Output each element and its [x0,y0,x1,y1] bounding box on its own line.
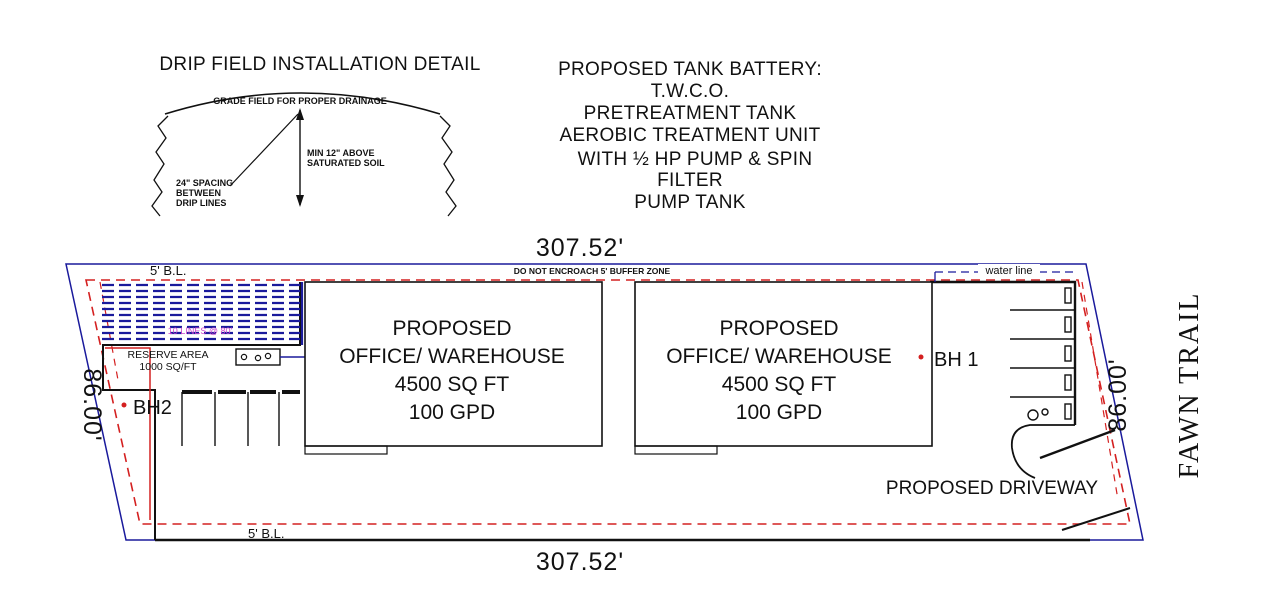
bh2-label: BH2 [133,397,172,419]
bl-top: 5' B.L. [150,263,186,278]
tank-line6: FILTER [657,170,723,191]
road-name: FAWN TRAIL [1174,291,1205,478]
left-dimension: 86.00' [78,368,106,441]
tank-line7: PUMP TANK [634,192,745,213]
building-line1: PROPOSED [719,317,838,340]
accessible-parking-icon-detail [1041,408,1049,416]
building-line1: PROPOSED [392,317,511,340]
tank-battery [235,348,281,366]
bl-bottom: 5' B.L. [248,526,284,541]
wheel-stop [1064,374,1072,391]
left-parking [181,390,300,446]
spacing-line3: DRIP LINES [176,198,226,208]
left-setback-line [99,281,119,381]
tank-lid [240,353,248,361]
tank-lid [264,352,272,360]
tank-line2: T.W.C.O. [651,81,729,102]
driveway-edge-top [1039,428,1116,460]
right-parking [1010,287,1075,479]
tank-line5: WITH ½ HP PUMP & SPIN [578,149,813,170]
right-soil-break [439,115,457,217]
site-outline-left [102,282,301,540]
right-dimension: 86.00' [1104,358,1132,431]
depth-arrow-head-top [296,108,304,120]
tank-line3: PRETREATMENT TANK [584,103,797,124]
right-site: BH 1 PROPOSED DRIVEWAY FAWN TRAIL [886,287,1205,531]
bh1-label: BH 1 [934,349,978,371]
building-footprint [304,281,603,447]
reserve-line2: 1000 SQ/FT [139,361,197,373]
building-line3: 4500 SQ FT [395,373,510,396]
reserve-line1: RESERVE AREA [128,349,209,361]
spacing-leader [229,113,299,187]
driveway-label: PROPOSED DRIVEWAY [886,478,1099,499]
drip-field-detail: DRIP FIELD INSTALLATION DETAIL GRADE FIE… [151,54,480,217]
driveway-curb [1010,424,1075,479]
bottom-dimension: 307.52' [536,548,624,576]
tank-supply-line [280,352,307,358]
water-line-mask [978,264,1040,276]
building-2: PROPOSED OFFICE/ WAREHOUSE 4500 SQ FT 10… [634,281,933,455]
wheel-stop [1064,316,1072,333]
building-line2: OFFICE/ WAREHOUSE [339,345,565,368]
tank-lid [254,354,262,362]
bh1-marker [918,354,924,360]
building-footprint [634,281,933,447]
building-line2: OFFICE/ WAREHOUSE [666,345,892,368]
min-note-line1: MIN 12" ABOVE [307,148,374,158]
building-line3: 4500 SQ FT [722,373,837,396]
drip-lines-label: 10 LINES @ 80' [168,326,233,336]
buffer-line [85,279,1131,525]
wheel-stop [1064,287,1072,304]
min-note-line2: SATURATED SOIL [307,158,385,168]
left-soil-break [151,115,169,217]
water-line-label: water line [984,265,1032,277]
reserve-red-outline [105,347,151,520]
property: 307.52' 307.52' 86.00' 86.00' 5' B.L. 5'… [65,234,1144,576]
depth-arrow-head-bottom [296,195,304,207]
drip-field [102,283,300,341]
building-loading-pad [634,445,718,455]
detail-title: DRIP FIELD INSTALLATION DETAIL [159,54,480,75]
wheel-stop [1064,403,1072,420]
bh2-marker [121,402,127,408]
wheel-stop [1064,345,1072,362]
tank-battery-note: PROPOSED TANK BATTERY: T.W.C.O. PRETREAT… [558,59,822,213]
driveway-edge-bottom [1061,507,1131,531]
building-loading-pad [304,445,388,455]
accessible-parking-icon [1027,409,1039,421]
building-line4: 100 GPD [736,401,822,424]
site-outline-right [930,280,1077,425]
top-dimension: 307.52' [536,234,624,262]
building-line4: 100 GPD [409,401,495,424]
spacing-line1: 24" SPACING [176,178,233,188]
spacing-line2: BETWEEN [176,188,221,198]
building-1: PROPOSED OFFICE/ WAREHOUSE 4500 SQ FT 10… [304,281,603,455]
property-line [65,263,1144,541]
tank-line1: PROPOSED TANK BATTERY: [558,59,822,80]
buffer-note: DO NOT ENCROACH 5' BUFFER ZONE [514,266,671,276]
grade-arc [164,92,441,115]
tank-line4: AEROBIC TREATMENT UNIT [559,125,820,146]
grade-note: GRADE FIELD FOR PROPER DRAINAGE [213,96,387,106]
right-setback-line [1081,281,1119,501]
